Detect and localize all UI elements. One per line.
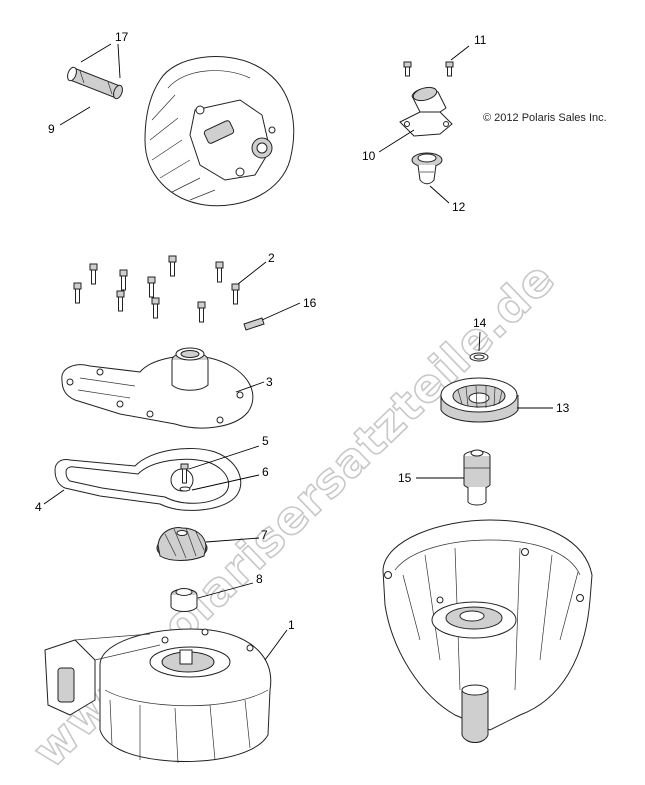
part-10-thermostat-housing	[399, 86, 453, 137]
callout-5: 5	[262, 434, 269, 448]
housing-upper	[144, 56, 295, 207]
callout-11: 11	[474, 33, 487, 47]
part-4-gasket	[54, 447, 242, 511]
part-5-bolt	[180, 463, 189, 484]
callout-16: 16	[303, 296, 317, 310]
callout-10: 10	[362, 149, 376, 163]
part-8-seal	[170, 588, 198, 612]
callout-1: 1	[288, 618, 295, 632]
part-6-washer	[179, 486, 191, 492]
callout-3: 3	[266, 375, 273, 389]
part-15-shaft	[463, 449, 491, 506]
callout-9: 9	[48, 122, 55, 136]
callout-14: 14	[473, 316, 487, 330]
callout-2: 2	[268, 251, 275, 265]
callout-15: 15	[398, 471, 412, 485]
part-14-oring	[469, 352, 489, 362]
callout-6: 6	[262, 465, 269, 479]
callout-4: 4	[35, 500, 42, 514]
callout-7: 7	[261, 528, 268, 542]
copyright-notice: © 2012 Polaris Sales Inc.	[483, 112, 607, 124]
part-2-bolts	[73, 255, 240, 323]
callout-17: 17	[115, 30, 129, 44]
part-9-tube	[67, 66, 123, 100]
right-housing	[382, 519, 593, 743]
callout-12: 12	[452, 200, 466, 214]
callout-labels: 17 9 11 10 12 2 16 3 14 13 15 5 6 4 7 8 …	[35, 30, 570, 632]
leader-lines	[43, 43, 553, 661]
part-12-thermostat	[411, 152, 443, 185]
part-3-pump-cover	[61, 347, 254, 429]
part-13-bearing	[440, 377, 519, 423]
part-7-impeller	[156, 527, 208, 561]
callout-8: 8	[256, 572, 263, 586]
part-16-pin	[243, 317, 265, 331]
callout-13: 13	[556, 401, 570, 415]
part-11-bolts	[403, 61, 454, 77]
part-1-housing	[44, 628, 272, 764]
